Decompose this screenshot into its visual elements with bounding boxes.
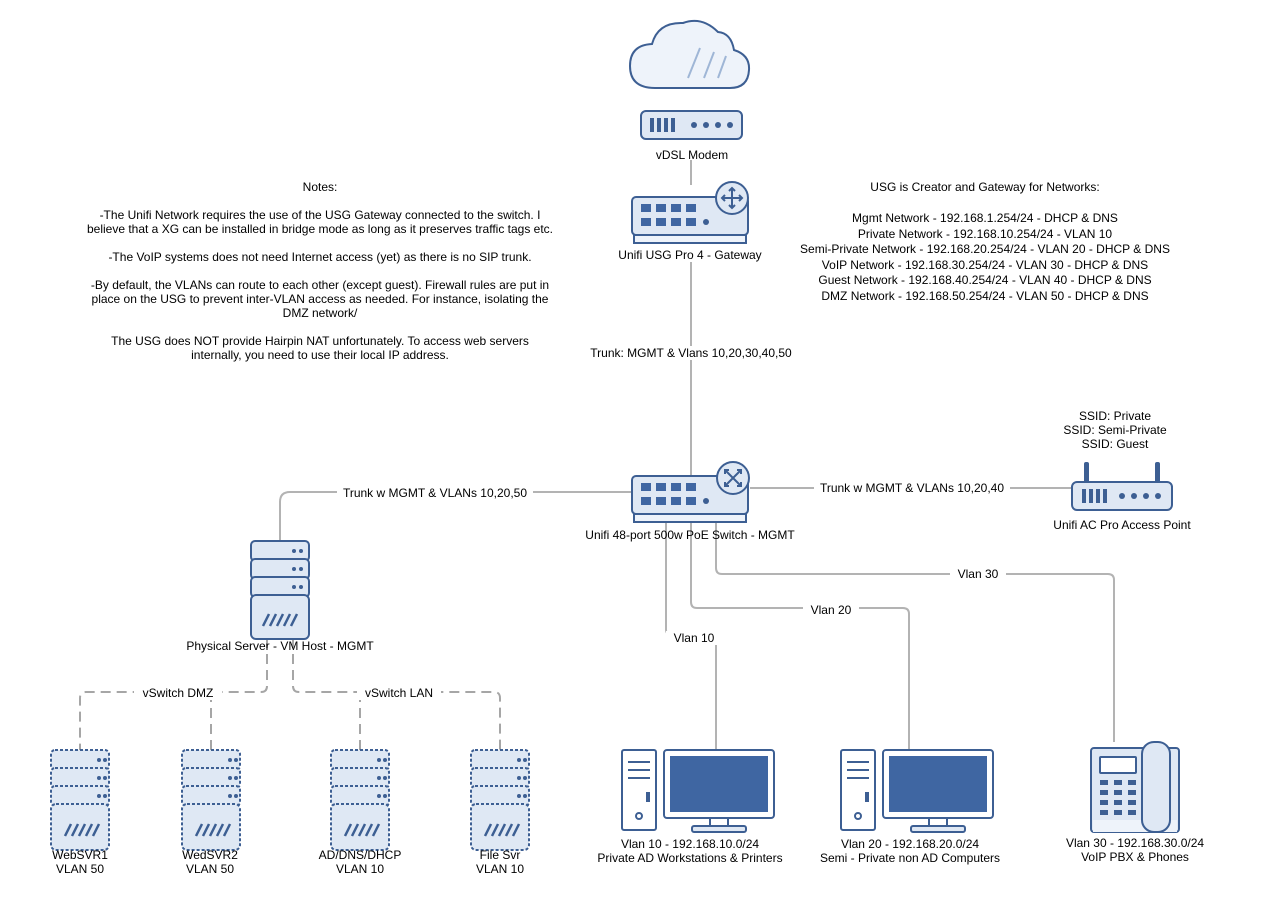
notes-line — [70, 236, 570, 250]
cloud-icon — [628, 19, 751, 89]
vm-label-websvr1: WebSVR1 VLAN 50 — [30, 848, 130, 876]
vm-label-wedsvr2: WedSVR2 VLAN 50 — [160, 848, 260, 876]
notes-line: internally, you need to use their local … — [191, 348, 449, 362]
vm-vlan: VLAN 50 — [185, 862, 235, 876]
vm-name: AD/DNS/DHCP — [318, 848, 402, 862]
workstation-subnet: Vlan 10 - 192.168.10.0/24 — [620, 837, 760, 851]
notes-line: -By default, the VLANs can route to each… — [90, 278, 550, 292]
ssid-list: SSID: Private SSID: Semi-Private SSID: G… — [1050, 409, 1180, 451]
vm-vlan: VLAN 10 — [335, 862, 385, 876]
switch-icon — [631, 461, 750, 523]
notes-line — [70, 320, 570, 334]
virtual-server-icon — [329, 748, 391, 852]
vm-name: WebSVR1 — [52, 848, 108, 862]
notes-line: place on the USG to prevent inter-VLAN a… — [91, 292, 549, 306]
vswitch-dmz-label: vSwitch DMZ — [134, 686, 222, 700]
virtual-server-icon — [49, 748, 111, 852]
notes-title: Notes: — [302, 180, 338, 194]
vlan10-link-label: Vlan 10 — [666, 631, 722, 645]
trunk-main-label: Trunk: MGMT & Vlans 10,20,30,40,50 — [586, 346, 796, 360]
vm-vlan: VLAN 10 — [475, 862, 525, 876]
modem-label: vDSL Modem — [655, 148, 729, 162]
workstation-icon — [621, 749, 775, 833]
workstation-icon — [840, 749, 994, 833]
trunk-ap-label: Trunk w MGMT & VLANs 10,20,40 — [814, 481, 1010, 495]
notes-line: believe that a XG can be installed in br… — [86, 222, 554, 236]
phone-label: Vlan 30 - 192.168.30.0/24 VoIP PBX & Pho… — [1045, 836, 1225, 864]
switch-label: Unifi 48-port 500w PoE Switch - MGMT — [585, 528, 795, 542]
physical-server-label: Physical Server - VM Host - MGMT — [186, 639, 374, 653]
notes-line — [70, 264, 570, 278]
usg-network-line: Guest Network - 192.168.40.254/24 - VLAN… — [818, 273, 1152, 287]
access-point-label: Unifi AC Pro Access Point — [1053, 518, 1191, 532]
router-icon — [631, 181, 749, 244]
notes-line: -The VoIP systems does not need Internet… — [108, 250, 532, 264]
modem-icon — [640, 110, 743, 140]
usg-network-line: Semi-Private Network - 192.168.20.254/24… — [800, 242, 1170, 256]
usg-network-line: VoIP Network - 192.168.30.254/24 - VLAN … — [821, 257, 1149, 272]
vlan30-link-label: Vlan 30 — [950, 567, 1006, 581]
vswitch-lan-label: vSwitch LAN — [357, 686, 441, 700]
usg-network-line: Private Network - 192.168.10.254/24 - VL… — [857, 226, 1113, 241]
vm-name: File Svr — [479, 848, 521, 862]
workstation-description: Semi - Private non AD Computers — [819, 851, 1001, 865]
server-icon — [250, 540, 310, 640]
vm-label-file-svr: File Svr VLAN 10 — [450, 848, 550, 876]
gateway-label: Unifi USG Pro 4 - Gateway — [618, 248, 762, 262]
workstation-label-vlan10: Vlan 10 - 192.168.10.0/24 Private AD Wor… — [580, 837, 800, 865]
usg-networks-title: USG is Creator and Gateway for Networks: — [870, 180, 1100, 194]
access-point-icon — [1071, 462, 1173, 511]
notes-block: Notes: -The Unifi Network requires the u… — [70, 180, 570, 362]
usg-network-line: Mgmt Network - 192.168.1.254/24 - DHCP &… — [852, 211, 1118, 225]
notes-line: DMZ network/ — [282, 306, 358, 320]
ssid-item: SSID: Semi-Private — [1063, 423, 1167, 437]
virtual-server-icon — [469, 748, 531, 852]
usg-networks-block: USG is Creator and Gateway for Networks:… — [770, 180, 1200, 304]
vm-vlan: VLAN 50 — [55, 862, 105, 876]
phone-description: VoIP PBX & Phones — [1081, 850, 1189, 864]
vm-name: WedSVR2 — [182, 848, 238, 862]
phone-subnet: Vlan 30 - 192.168.30.0/24 — [1065, 836, 1205, 850]
usg-network-line: DMZ Network - 192.168.50.254/24 - VLAN 5… — [821, 288, 1149, 303]
ssid-item: SSID: Guest — [1081, 437, 1149, 451]
notes-line: -The Unifi Network requires the use of t… — [99, 208, 541, 222]
ssid-item: SSID: Private — [1078, 409, 1152, 423]
workstation-label-vlan20: Vlan 20 - 192.168.20.0/24 Semi - Private… — [800, 837, 1020, 865]
workstation-description: Private AD Workstations & Printers — [597, 851, 783, 865]
workstation-subnet: Vlan 20 - 192.168.20.0/24 — [840, 837, 980, 851]
vlan20-link-label: Vlan 20 — [803, 603, 859, 617]
notes-line: The USG does NOT provide Hairpin NAT unf… — [111, 334, 529, 348]
ip-phone-icon — [1090, 741, 1180, 833]
trunk-server-label: Trunk w MGMT & VLANs 10,20,50 — [337, 486, 533, 500]
vm-label-ad-dns-dhcp: AD/DNS/DHCP VLAN 10 — [300, 848, 420, 876]
virtual-server-icon — [180, 748, 242, 852]
